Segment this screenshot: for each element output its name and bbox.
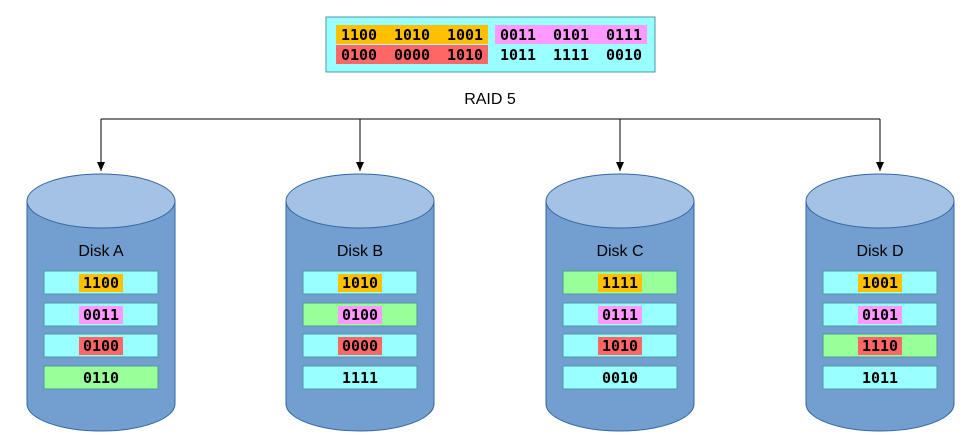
bits-highlight xyxy=(858,306,902,324)
bits-highlight xyxy=(598,274,642,292)
block-bits: 0110 xyxy=(83,369,119,387)
bits-highlight xyxy=(858,337,902,355)
bits-highlight xyxy=(598,306,642,324)
bits-highlight xyxy=(338,306,382,324)
block-bits: 1001 xyxy=(862,274,898,292)
source-bits-row2-col3: 1010 xyxy=(447,46,483,64)
source-bits-highlight xyxy=(442,25,488,44)
source-bits-row1-col4: 0011 xyxy=(500,26,536,44)
disk-cylinder-top xyxy=(805,173,955,229)
disk-label: Disk D xyxy=(856,243,903,260)
block-bits: 1111 xyxy=(342,369,378,387)
block-bits: 1110 xyxy=(862,337,898,355)
disk-cylinder-top xyxy=(285,173,435,229)
bits-highlight xyxy=(338,274,382,292)
source-bits-row2-col4: 1011 xyxy=(500,46,536,64)
block-bits: 0111 xyxy=(602,306,638,324)
block-bits: 0000 xyxy=(342,337,378,355)
bits-highlight xyxy=(79,306,123,324)
source-bits-highlight xyxy=(389,45,442,64)
data-block xyxy=(822,365,938,390)
source-bits-highlight xyxy=(336,25,389,44)
source-bits-row1-col2: 1010 xyxy=(394,26,430,44)
disk-a: Disk A 1100 0011 0100 0110 xyxy=(26,173,176,432)
parity-block xyxy=(43,365,159,390)
block-bits: 0101 xyxy=(862,306,898,324)
source-bits-highlight xyxy=(601,25,647,44)
bits-highlight xyxy=(79,274,123,292)
source-bits-highlight xyxy=(442,45,488,64)
source-bits-highlight xyxy=(389,25,442,44)
disk-label: Disk A xyxy=(78,243,124,260)
connector-lines xyxy=(97,118,884,171)
disk-d: Disk D 1001 0101 1110 1011 xyxy=(805,173,955,432)
disk-cylinder-top xyxy=(26,173,176,229)
source-bits-row2-col6: 0010 xyxy=(606,46,642,64)
source-data-box: 1100 1010 1001 0011 0101 0111 0100 0000 1010 1011… xyxy=(325,16,656,73)
block-bits: 1010 xyxy=(602,337,638,355)
data-block xyxy=(302,365,418,390)
block-bits: 1111 xyxy=(602,274,638,292)
source-bits-row2-col1: 0100 xyxy=(341,46,377,64)
data-block xyxy=(562,365,678,390)
source-bits-highlight xyxy=(495,25,548,44)
source-bits-highlight xyxy=(548,25,601,44)
bits-highlight xyxy=(338,337,382,355)
block-bits: 0100 xyxy=(83,337,119,355)
source-bits-row1-col5: 0101 xyxy=(553,26,589,44)
disk-label: Disk C xyxy=(596,243,643,260)
source-bits-row1-col3: 1001 xyxy=(447,26,483,44)
disk-cylinder-top xyxy=(545,173,695,229)
source-bits-row2-col2: 0000 xyxy=(394,46,430,64)
source-bits-row1-col1: 1100 xyxy=(341,26,377,44)
block-bits: 1100 xyxy=(83,274,119,292)
bits-highlight xyxy=(858,274,902,292)
disk-b: Disk B 1010 0100 0000 1111 xyxy=(285,173,435,432)
block-bits: 1011 xyxy=(862,369,898,387)
bits-highlight xyxy=(598,337,642,355)
block-bits: 0010 xyxy=(602,369,638,387)
source-bits-row1-col6: 0111 xyxy=(606,26,642,44)
disk-c: Disk C 1111 0111 1010 0010 xyxy=(545,173,695,432)
source-bits-highlight xyxy=(336,45,389,64)
block-bits: 0100 xyxy=(342,306,378,324)
bits-highlight xyxy=(79,337,123,355)
block-bits: 0011 xyxy=(83,306,119,324)
disk-label: Disk B xyxy=(337,243,383,260)
diagram-title: RAID 5 xyxy=(464,91,516,108)
source-bits-row2-col5: 1111 xyxy=(553,46,589,64)
block-bits: 1010 xyxy=(342,274,378,292)
